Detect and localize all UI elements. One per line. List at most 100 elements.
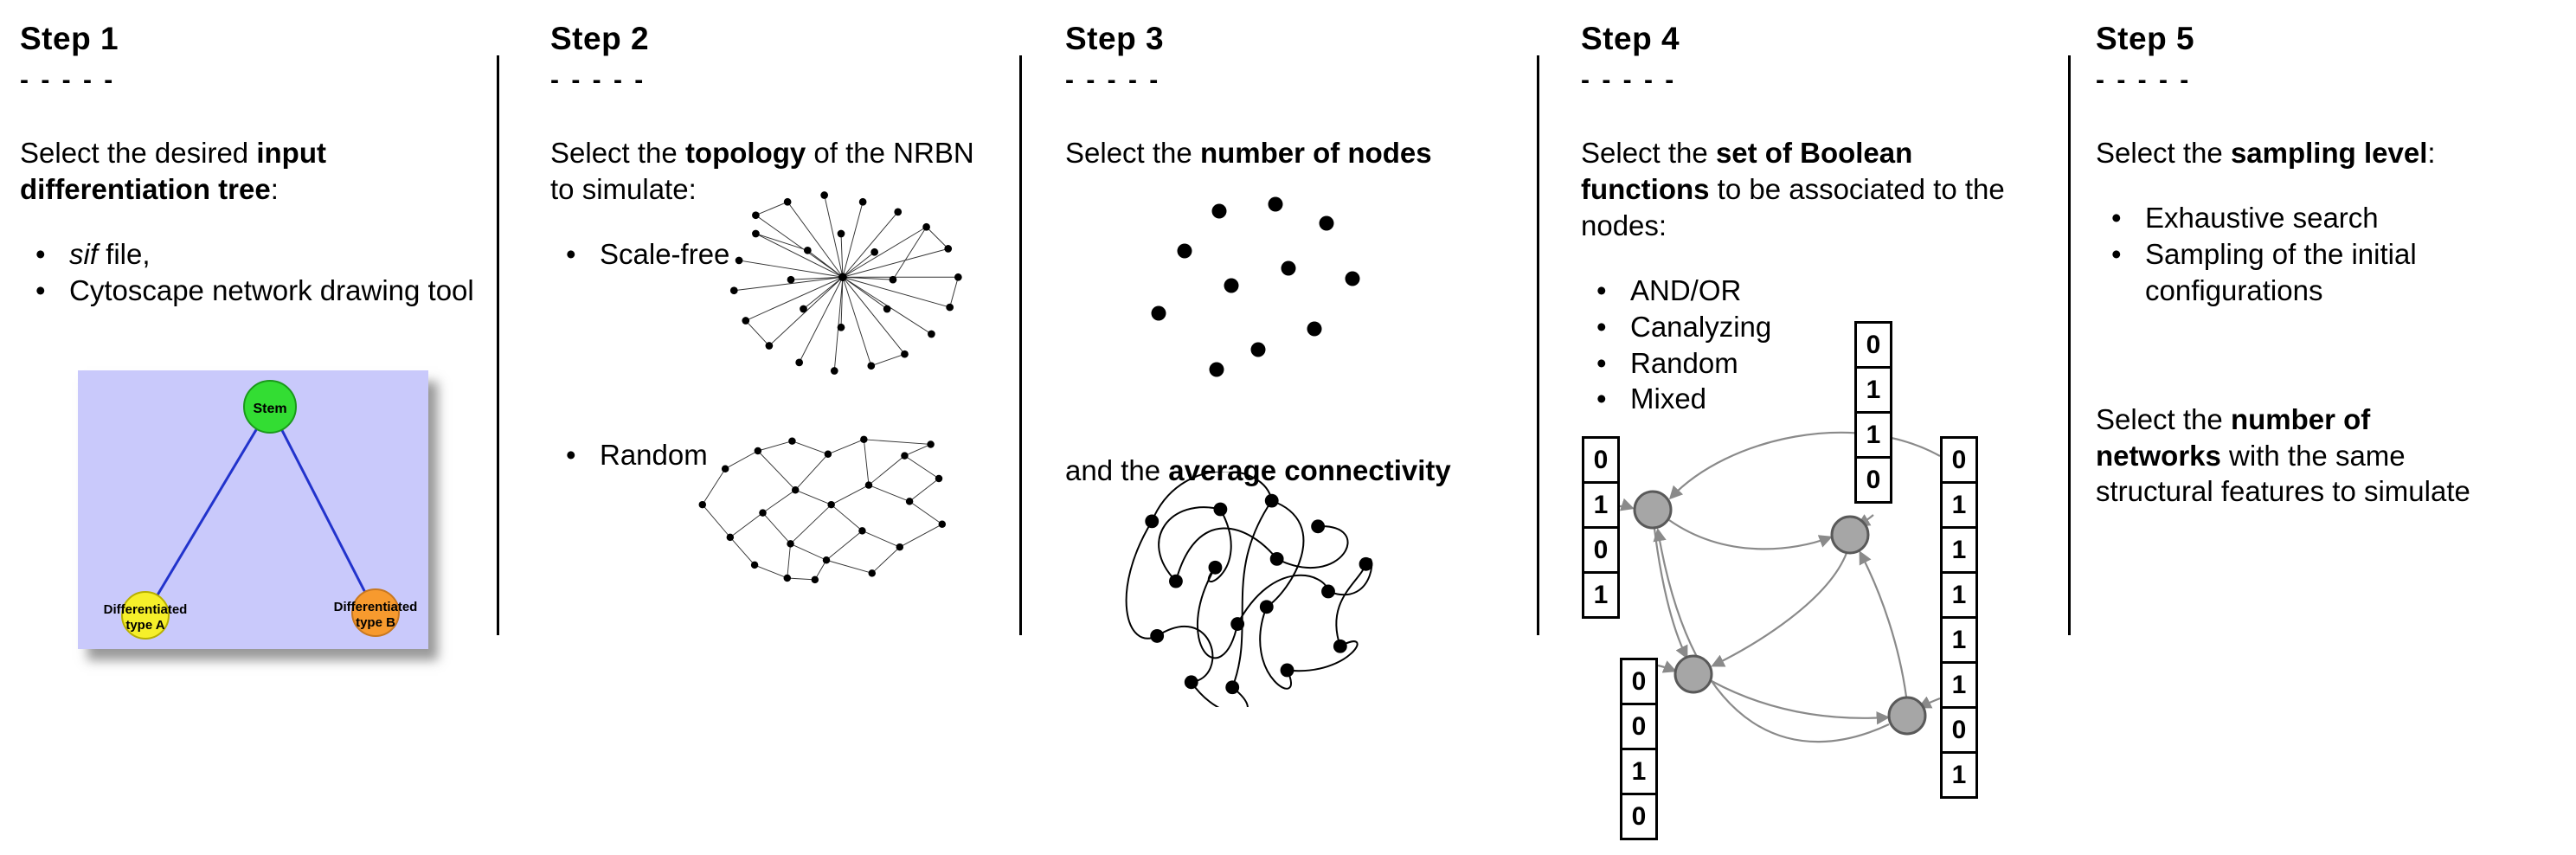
network-node bbox=[1830, 515, 1870, 555]
step-4-title: Step 4 bbox=[1581, 21, 1680, 56]
truth-table-cell: 0 bbox=[1854, 456, 1892, 504]
nodes-scatter-figure bbox=[1151, 196, 1360, 377]
random-network-figure bbox=[698, 435, 947, 584]
truth-table-cell: 0 bbox=[1620, 658, 1658, 705]
step-1-intro-post: : bbox=[270, 172, 279, 205]
scale-free-network-figure bbox=[729, 191, 962, 375]
step-2-intro-pre: Select the bbox=[550, 137, 685, 169]
bullet-label: Canalyzing bbox=[1630, 310, 1772, 343]
type-a-label-line1: Differentiated bbox=[104, 602, 188, 617]
truth-table-cell: 0 bbox=[1940, 436, 1978, 484]
step-5-intro-post: : bbox=[2427, 137, 2436, 169]
step-3-title: Step 3 bbox=[1065, 21, 1165, 56]
step-5-second-paragraph: Select the number of networks with the s… bbox=[2096, 402, 2502, 511]
step-1-intro-bold: input differentiation tree bbox=[20, 137, 326, 205]
truth-table-cell: 1 bbox=[1940, 616, 1978, 664]
bullet-label: Mixed bbox=[1630, 382, 1707, 415]
bullet-icon: • bbox=[2111, 201, 2122, 234]
truth-table-cell: 1 bbox=[1854, 366, 1892, 414]
truth-table-cell: 0 bbox=[1940, 706, 1978, 754]
network-node bbox=[1673, 654, 1713, 694]
truth-table-cell: 1 bbox=[1940, 481, 1978, 529]
step-4-dashes: - - - - - bbox=[1581, 66, 1677, 94]
step-4-column: Step 4 - - - - - Select the set of Boole… bbox=[1581, 21, 2031, 417]
divider-line-2 bbox=[1019, 55, 1022, 635]
step-4-bullet-list: • AND/OR • Canalyzing • Random • Mixed bbox=[1581, 273, 2031, 418]
bullet-label: sif file, bbox=[69, 236, 491, 273]
step-3-line2: and the average connectivity bbox=[1065, 453, 1550, 489]
type-b-label-line2: type B bbox=[356, 615, 395, 630]
random-network-nodes bbox=[698, 435, 947, 584]
connectivity-edges bbox=[1125, 472, 1373, 707]
step-5-second-post: with the same structural features to sim… bbox=[2096, 439, 2470, 508]
truth-table-cell: 1 bbox=[1940, 751, 1978, 799]
truth-table-cell: 1 bbox=[1940, 661, 1978, 709]
network-node bbox=[1887, 696, 1927, 736]
step-2-intro-bold: topology bbox=[684, 137, 806, 169]
bullet-icon: • bbox=[1596, 346, 1607, 379]
list-item: • Exhaustive search bbox=[2096, 200, 2502, 236]
truth-table-cell: 1 bbox=[1854, 411, 1892, 459]
bullet-icon: • bbox=[1596, 273, 1607, 306]
bullet-icon: • bbox=[566, 237, 576, 270]
stem-label: Stem bbox=[253, 402, 286, 416]
scale-free-edges bbox=[734, 195, 959, 371]
list-item: • Random bbox=[550, 437, 983, 473]
step-2-bullet-list: • Scale-free • Random bbox=[550, 236, 983, 473]
list-item: • Cytoscape network drawing tool bbox=[20, 273, 491, 309]
type-b-node bbox=[351, 588, 400, 637]
step-1-bullet-list: • sif file, • Cytoscape network drawing … bbox=[20, 236, 491, 309]
tree-edge-right bbox=[268, 406, 377, 614]
truth-table-cell: 1 bbox=[1620, 748, 1658, 795]
truth-table-cell: 1 bbox=[1582, 571, 1620, 619]
step-4-intro-post: to be associated to the nodes: bbox=[1581, 172, 2005, 241]
stem-node bbox=[243, 380, 297, 434]
bullet-label: Random bbox=[600, 438, 708, 471]
list-item: • Canalyzing bbox=[1581, 309, 2031, 345]
bullet-icon: • bbox=[35, 237, 46, 270]
step-3-line2-pre: and the bbox=[1065, 454, 1169, 486]
step-5-intro-bold: sampling level bbox=[2230, 137, 2428, 169]
differentiation-tree-figure: Stem Differentiated type A Differentiate… bbox=[78, 370, 428, 649]
scale-free-nodes bbox=[729, 191, 962, 375]
sif-italic: sif bbox=[69, 237, 98, 270]
bullet-label: Exhaustive search bbox=[2145, 201, 2379, 234]
list-item: • Scale-free bbox=[550, 236, 983, 273]
step-5-intro: Select the sampling level: bbox=[2096, 135, 2502, 171]
step-3-column: Step 3 - - - - - Select the number of no… bbox=[1065, 21, 1550, 200]
truth-table-cell: 1 bbox=[1582, 481, 1620, 529]
boolean-network-svg bbox=[1619, 431, 1941, 743]
step-5-bullet-list: •Exhaustive search •Sampling of the init… bbox=[2096, 200, 2502, 309]
bullet-icon: • bbox=[2111, 237, 2122, 270]
divider-line-3 bbox=[1537, 55, 1539, 635]
bullet-icon: • bbox=[566, 438, 576, 471]
step-2-intro-post: of the NRBN to simulate: bbox=[550, 137, 974, 205]
step-3-dashes: - - - - - bbox=[1065, 66, 1161, 94]
step-5-second-pre: Select the bbox=[2096, 402, 2231, 435]
connectivity-figure bbox=[1125, 472, 1373, 707]
list-item: • sif file, bbox=[20, 236, 491, 273]
step-3-line1-bold: number of nodes bbox=[1199, 137, 1432, 169]
step-2-title: Step 2 bbox=[550, 21, 650, 56]
step-2-column: Step 2 - - - - - Select the topology of … bbox=[550, 21, 983, 473]
step-3-line2-bold: average connectivity bbox=[1168, 454, 1451, 486]
step-3-line1: Select the number of nodes bbox=[1065, 135, 1550, 171]
bullet-label: Cytoscape network drawing tool bbox=[69, 273, 474, 306]
scatter-dots bbox=[1151, 196, 1360, 377]
bullet-label: Random bbox=[1630, 346, 1738, 379]
truth-table-cell: 0 bbox=[1620, 703, 1658, 750]
bullet-label: AND/OR bbox=[1630, 273, 1742, 306]
truth-table-cell: 0 bbox=[1582, 526, 1620, 574]
type-a-label-line2: type A bbox=[125, 618, 164, 633]
step-1-intro: Select the desired input differentiation… bbox=[20, 135, 491, 208]
truth-table-cell: 0 bbox=[1854, 321, 1892, 369]
step-1-title: Step 1 bbox=[20, 21, 119, 56]
step-4-intro-pre: Select the bbox=[1581, 137, 1716, 169]
type-a-node bbox=[121, 591, 170, 640]
bullet-icon: • bbox=[1596, 310, 1607, 343]
step-5-dashes: - - - - - bbox=[2096, 66, 2192, 94]
